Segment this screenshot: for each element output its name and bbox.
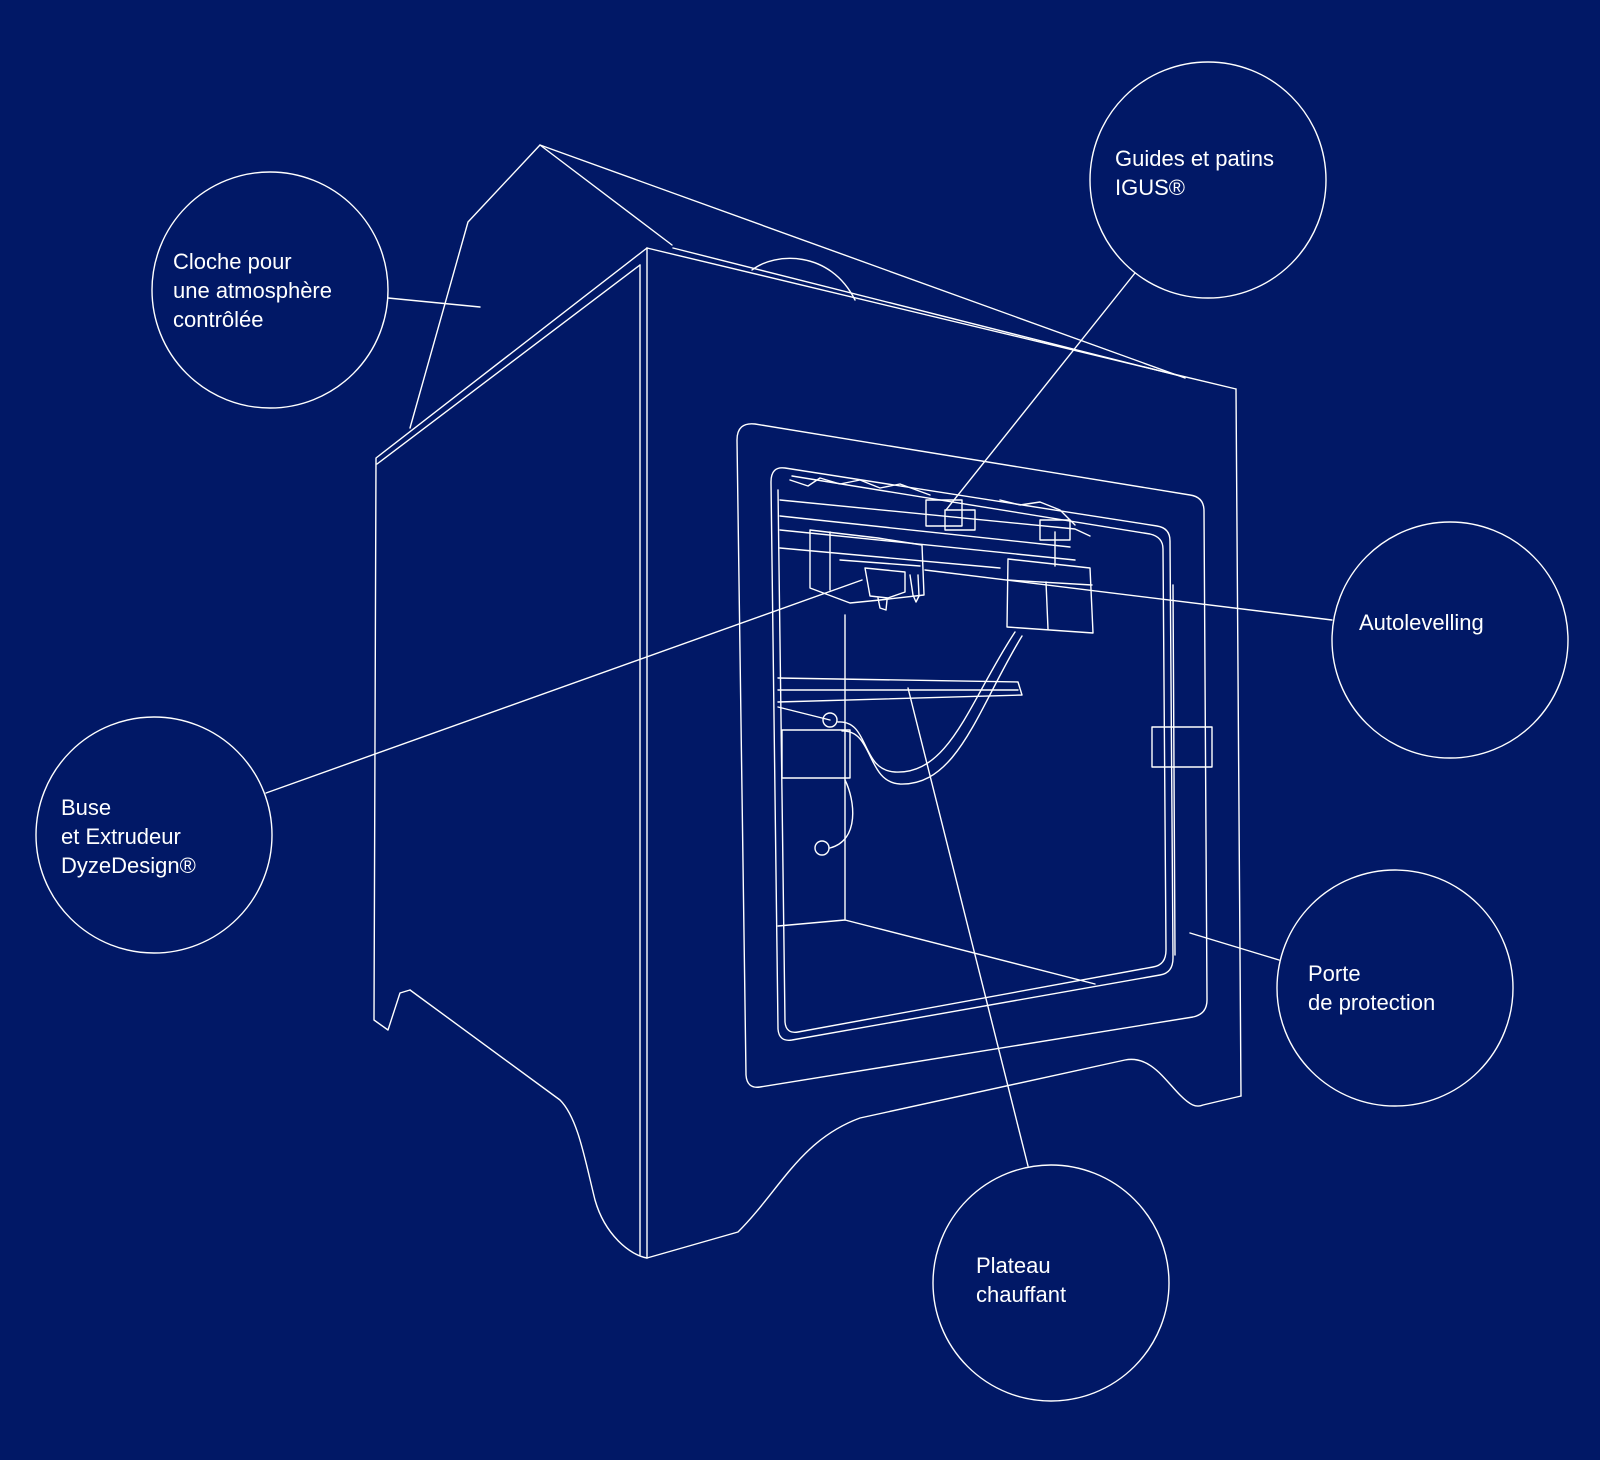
callout-label-line: Plateau (976, 1253, 1051, 1278)
callout-label-autolevelling: Autolevelling (1359, 608, 1484, 637)
callout-circle-autolevelling (1331, 521, 1569, 759)
printer-body (373, 247, 1242, 1259)
callout-label-line: Buse (61, 795, 112, 820)
callout-label-line: et Extrudeur (61, 824, 181, 849)
callout-label-cloche: Cloche pour une atmosphère contrôlée (173, 247, 332, 334)
leader-line-autolevelling (924, 569, 1333, 621)
callout-label-line: DyzeDesign® (61, 853, 196, 878)
callout-label-line: contrôlée (173, 307, 264, 332)
leader-line-buse (265, 579, 863, 794)
callout-label-line: IGUS® (1115, 175, 1185, 200)
callout-label-plateau: Plateau chauffant (976, 1251, 1066, 1309)
printer-interior (777, 477, 1213, 985)
callout-label-buse: Buse et Extrudeur DyzeDesign® (61, 793, 196, 880)
callout-circle-buse (35, 716, 273, 954)
callout-label-porte: Porte de protection (1308, 959, 1435, 1017)
leader-line-plateau (907, 687, 1029, 1167)
callout-label-line: une atmosphère (173, 278, 332, 303)
callout-label-line: Cloche pour (173, 249, 292, 274)
callout-label-line: chauffant (976, 1282, 1067, 1307)
callout-circle-porte (1276, 869, 1514, 1107)
callout-circles (35, 61, 1569, 1402)
callout-label-line: Porte (1308, 961, 1361, 986)
callout-circle-guides (1089, 61, 1327, 299)
callout-circle-plateau (932, 1164, 1170, 1402)
leader-line-porte (1189, 932, 1280, 961)
callout-label-guides: Guides et patins IGUS® (1115, 144, 1274, 202)
leader-lines (265, 272, 1333, 1167)
leader-line-guides (945, 272, 1136, 511)
leader-line-cloche (387, 297, 481, 308)
enclosure-hood (409, 144, 1186, 429)
callout-label-line: Guides et patins (1115, 146, 1274, 171)
door-frame (736, 423, 1208, 1088)
callout-circle-cloche (151, 171, 389, 409)
callout-label-line: de protection (1308, 990, 1436, 1015)
callout-label-line: Autolevelling (1359, 610, 1484, 635)
